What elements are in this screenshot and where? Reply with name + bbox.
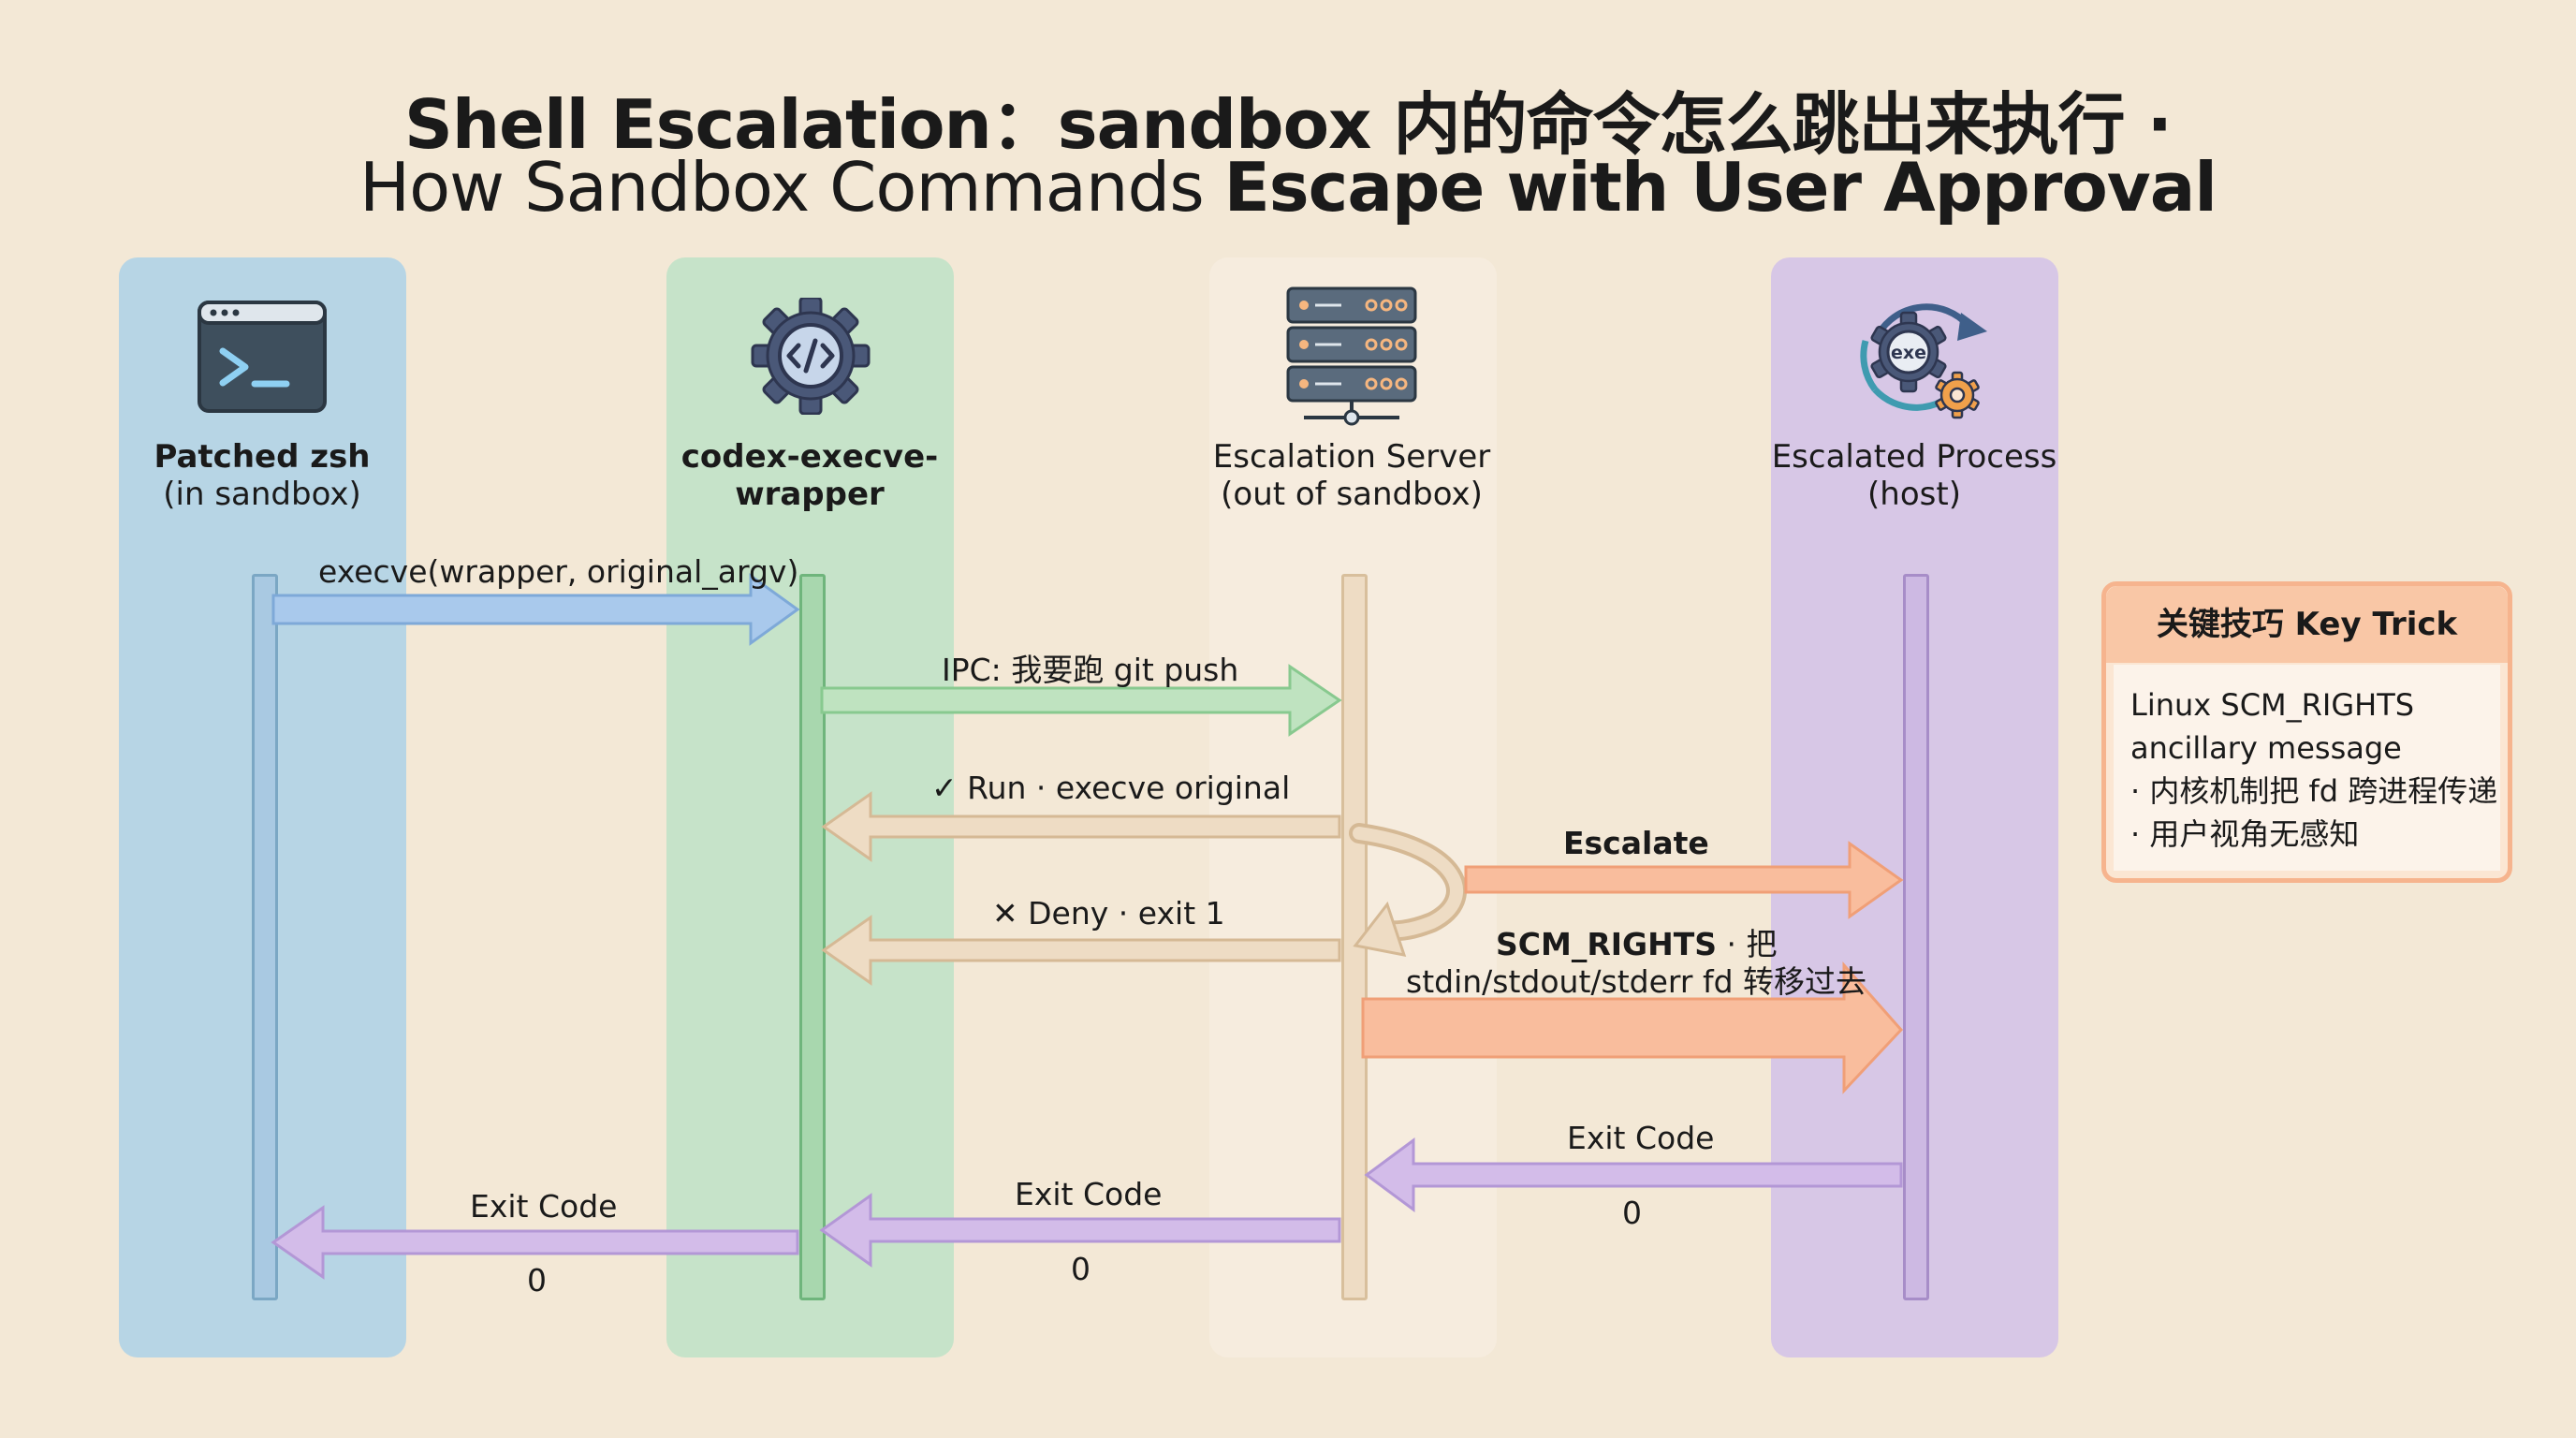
key-trick-heading: 关键技巧 Key Trick bbox=[2106, 586, 2508, 663]
arrow-exit-wrapper bbox=[271, 1205, 799, 1280]
label-scm-rest: · 把 bbox=[1717, 926, 1778, 962]
label-ipc: IPC: 我要跑 git push bbox=[942, 652, 1239, 688]
label-run: ✓ Run · execve original bbox=[931, 770, 1291, 806]
title-line-2-bold: Escape with User Approval bbox=[1223, 148, 2217, 227]
lifeline-patched-zsh bbox=[252, 574, 278, 1300]
key-trick-bullet-2: · 用户视角无感知 bbox=[2130, 816, 2360, 852]
label-exit-value-wrapper: 0 bbox=[527, 1262, 547, 1299]
arrow-exit-server bbox=[819, 1193, 1341, 1268]
server-icon bbox=[1286, 286, 1417, 426]
lifeline-escalated-process bbox=[1903, 574, 1929, 1300]
title-line-1: Shell Escalation：sandbox 内的命令怎么跳出来执行 · bbox=[404, 85, 2173, 164]
actor-patched-zsh-sub: (in sandbox) bbox=[163, 476, 361, 513]
actor-execve-wrapper: codex-execve- wrapper bbox=[594, 438, 1025, 513]
label-scm-line2: stdin/stdout/stderr fd 转移过去 bbox=[1406, 963, 1867, 1000]
terminal-icon bbox=[198, 301, 327, 413]
arrow-scm-rights bbox=[1361, 961, 1904, 1094]
lifeline-execve-wrapper bbox=[799, 574, 826, 1300]
title-line-2-plain: How Sandbox Commands bbox=[359, 148, 1224, 227]
key-trick-box: 关键技巧 Key Trick Linux SCM_RIGHTS ancillar… bbox=[2101, 581, 2512, 883]
arrow-exit-host bbox=[1364, 1137, 1903, 1212]
arrow-uturn-head bbox=[1353, 901, 1407, 957]
title-line-2: How Sandbox Commands Escape with User Ap… bbox=[0, 148, 2576, 227]
label-scm-line1: SCM_RIGHTS · 把 bbox=[1496, 919, 1777, 964]
actor-patched-zsh-name: Patched zsh bbox=[154, 438, 371, 476]
label-execve: execve(wrapper, original_argv) bbox=[318, 553, 799, 590]
arrow-execve bbox=[271, 573, 800, 646]
label-exit-value-host: 0 bbox=[1622, 1195, 1642, 1231]
arrow-run bbox=[821, 791, 1341, 862]
arrow-uturn-inner bbox=[1353, 827, 1463, 938]
arrow-deny bbox=[821, 915, 1341, 986]
key-trick-body: Linux SCM_RIGHTS ancillary message · 内核机… bbox=[2114, 665, 2500, 871]
actor-execve-wrapper-name-2: wrapper bbox=[735, 476, 885, 513]
label-scm-bold: SCM_RIGHTS bbox=[1496, 926, 1717, 962]
label-exit-code-host: Exit Code bbox=[1567, 1120, 1715, 1156]
label-exit-code-server: Exit Code bbox=[1015, 1176, 1163, 1212]
actor-execve-wrapper-name: codex-execve- bbox=[681, 438, 939, 476]
actor-escalated-process-sub: (host) bbox=[1867, 476, 1961, 513]
arrow-ipc bbox=[820, 664, 1342, 737]
key-trick-bullet-1: · 内核机制把 fd 跨进程传递 bbox=[2130, 773, 2498, 809]
exe-cycle-icon: exe bbox=[1860, 303, 1987, 419]
actor-escalated-process: Escalated Process (host) bbox=[1699, 438, 2130, 513]
gear-code-icon bbox=[751, 298, 871, 415]
actor-escalated-process-name: Escalated Process bbox=[1771, 438, 2057, 476]
label-deny: ✕ Deny · exit 1 bbox=[992, 895, 1225, 932]
arrow-escalate bbox=[1464, 841, 1904, 919]
label-exit-value-server: 0 bbox=[1071, 1251, 1090, 1287]
actor-escalation-server-sub: (out of sandbox) bbox=[1221, 476, 1483, 513]
actor-escalation-server-name: Escalation Server bbox=[1212, 438, 1491, 476]
key-trick-line-2: ancillary message bbox=[2130, 730, 2402, 766]
key-trick-line-1: Linux SCM_RIGHTS bbox=[2130, 687, 2415, 723]
label-escalate: Escalate bbox=[1563, 825, 1709, 861]
label-exit-code-wrapper: Exit Code bbox=[470, 1188, 618, 1225]
actor-patched-zsh: Patched zsh (in sandbox) bbox=[47, 438, 477, 513]
svg-text:exe: exe bbox=[1891, 343, 1926, 363]
actor-escalation-server: Escalation Server (out of sandbox) bbox=[1136, 438, 1567, 513]
